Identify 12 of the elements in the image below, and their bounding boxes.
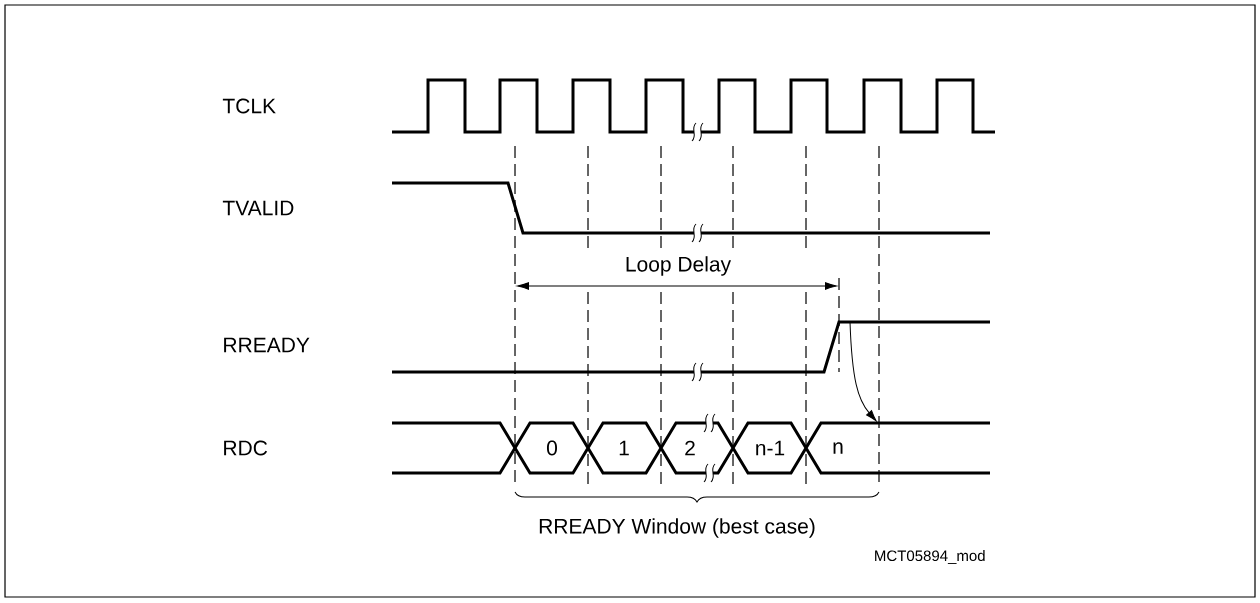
signal-label: TVALID	[222, 200, 294, 216]
data-label: 2	[685, 440, 695, 456]
data-label: n	[833, 442, 843, 454]
figure-id: MCT05894_mod	[875, 550, 985, 564]
data-label: n-1	[756, 440, 785, 456]
data-label: 0	[547, 440, 557, 456]
dimension-label: Loop Delay	[626, 256, 732, 276]
signal-label: TCLK	[222, 98, 276, 114]
data-label: 1	[619, 440, 629, 456]
signal-label: RDC	[224, 440, 268, 456]
signal-label: RREADY	[224, 337, 310, 353]
window-label: RREADY Window (best case)	[539, 518, 815, 538]
